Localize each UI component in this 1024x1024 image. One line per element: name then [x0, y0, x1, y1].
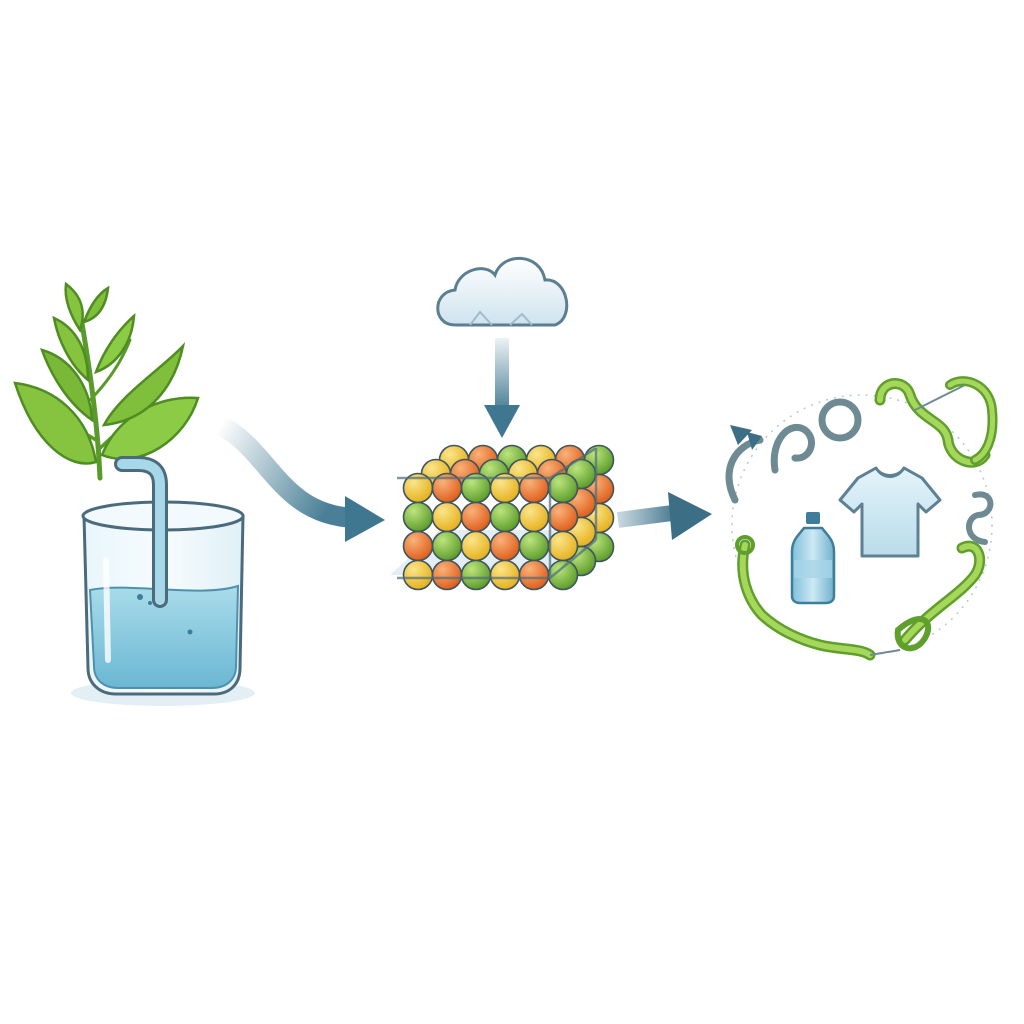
link-hook — [966, 491, 994, 545]
leaf — [101, 342, 186, 427]
sphere — [547, 530, 579, 562]
sphere — [460, 501, 492, 533]
leaf — [81, 285, 110, 324]
sphere — [547, 472, 579, 504]
sphere — [518, 530, 550, 562]
beaker-water — [88, 584, 240, 689]
plant-in-beaker-icon — [13, 281, 255, 706]
arrow-material-to-products — [616, 492, 712, 540]
leaf — [64, 281, 84, 333]
link-ring — [818, 398, 862, 442]
leaf — [13, 381, 98, 465]
loop-arrow-icon — [725, 425, 764, 504]
green-link — [894, 616, 932, 652]
sphere — [402, 501, 434, 533]
leaf — [40, 348, 94, 423]
leaf — [52, 315, 90, 383]
sphere — [489, 501, 521, 533]
arrow-feedstock-to-material — [215, 416, 385, 542]
sphere — [431, 559, 463, 591]
sphere — [547, 501, 579, 533]
sphere — [460, 559, 492, 591]
sphere — [460, 530, 492, 562]
plant-stem — [75, 297, 103, 481]
sphere — [431, 530, 463, 562]
sphere — [402, 559, 434, 591]
link-hook — [770, 424, 815, 474]
cloud-icon — [436, 256, 569, 327]
sphere — [518, 501, 550, 533]
beaker-icon — [81, 456, 245, 696]
bottle-icon — [790, 512, 836, 605]
recycling-loop-icon — [725, 376, 998, 661]
sphere — [431, 501, 463, 533]
arrow-cloud-to-material — [484, 338, 520, 438]
sphere — [402, 530, 434, 562]
sphere — [489, 530, 521, 562]
sphere — [489, 559, 521, 591]
plant-icon — [13, 281, 200, 481]
leaf — [93, 313, 136, 375]
sphere-grid — [402, 444, 615, 591]
sphere-block-icon — [390, 444, 615, 591]
t-shirt-icon — [838, 466, 942, 558]
sphere — [547, 559, 579, 591]
sphere — [518, 559, 550, 591]
